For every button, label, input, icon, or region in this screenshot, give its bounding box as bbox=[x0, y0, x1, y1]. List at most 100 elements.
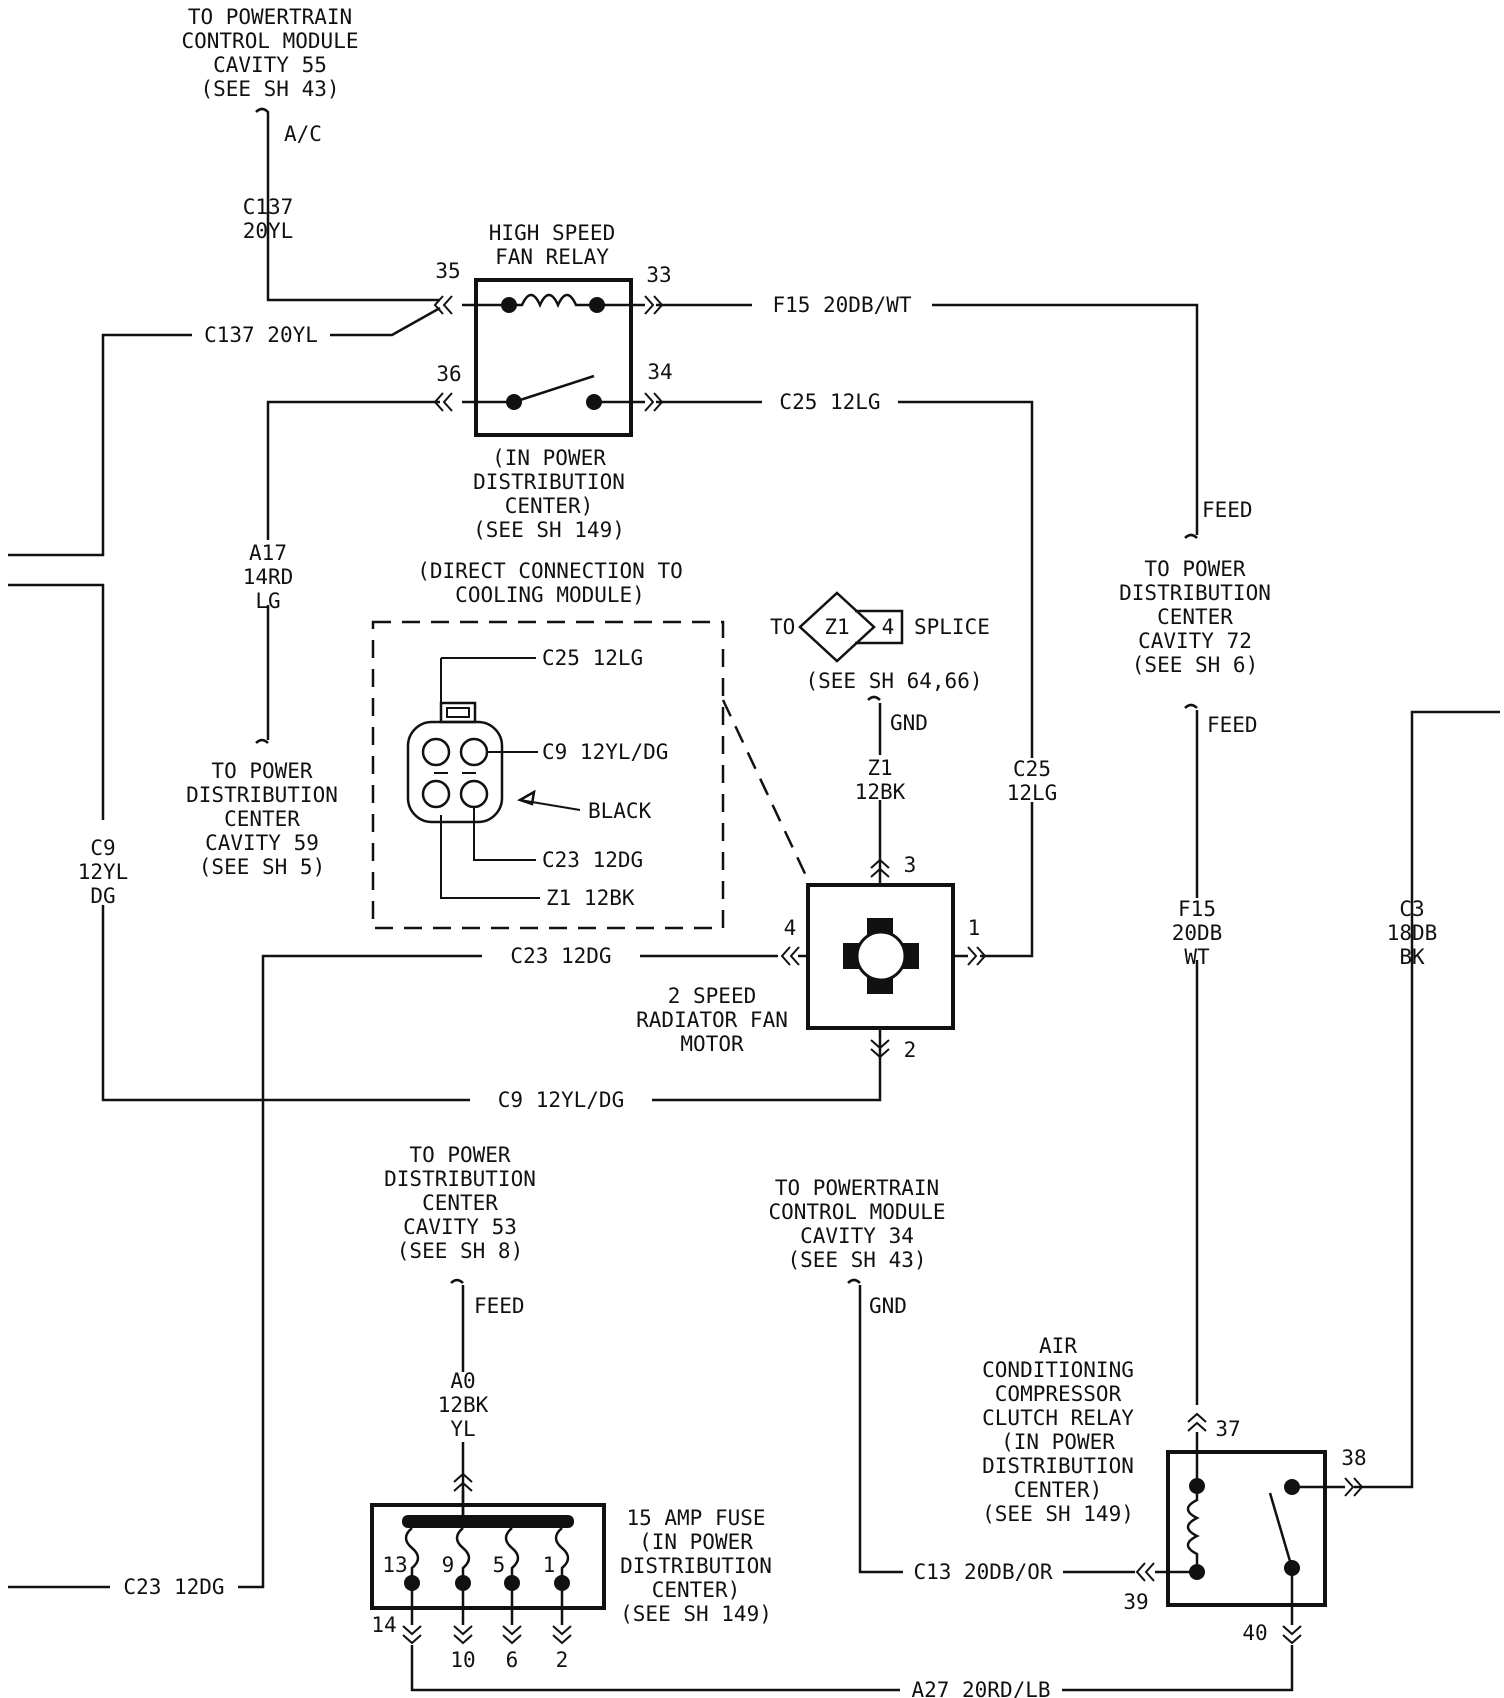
connector-body-icon bbox=[406, 720, 504, 824]
ac-relay-leads bbox=[1155, 1432, 1345, 1625]
hook-feed-pdc53 bbox=[450, 1278, 464, 1284]
splice-symbol bbox=[798, 591, 904, 663]
fuse-pin-13: 13 bbox=[382, 1553, 407, 1577]
ac-relay-switch-arm-icon bbox=[1268, 1492, 1294, 1569]
chevron-pin-38 bbox=[1344, 1477, 1364, 1497]
fuse-pin-14: 14 bbox=[371, 1613, 396, 1637]
high-speed-fan-relay bbox=[462, 278, 645, 437]
splice-num-label: 4 bbox=[882, 615, 895, 639]
wire-c13-label: C13 20DB/OR bbox=[913, 1560, 1052, 1584]
wire-c3-upper bbox=[1354, 710, 1500, 1489]
cavity-bottom-right bbox=[459, 779, 489, 809]
wire-c25-vertical-label-line2: 12LG bbox=[1007, 781, 1058, 805]
ref-pdc53-line1: TO POWER bbox=[409, 1143, 511, 1167]
ac-clutch-relay bbox=[1155, 1432, 1345, 1625]
leader-z1 bbox=[440, 815, 540, 899]
chevron-motor-pin-1 bbox=[967, 946, 987, 966]
ac-relay-title-line2: CONDITIONING bbox=[982, 1358, 1134, 1382]
chevron-fuse-6 bbox=[502, 1625, 522, 1645]
motor-leads bbox=[798, 862, 968, 1060]
motor-pin-1: 1 bbox=[968, 916, 981, 940]
connector-label-black: BLACK bbox=[588, 799, 652, 823]
ac-relay-title-line6: DISTRIBUTION bbox=[982, 1454, 1134, 1478]
chevron-pin-37 bbox=[1187, 1412, 1207, 1432]
wire-a0-label-line3: YL bbox=[450, 1417, 475, 1441]
connector-dashed-outline bbox=[371, 620, 725, 930]
wire-c3-label-line2: 18DB bbox=[1387, 921, 1438, 945]
wire-c9-label-line3: DG bbox=[90, 884, 115, 908]
leader-c25 bbox=[440, 657, 536, 722]
wire-c9-left-top bbox=[8, 583, 105, 820]
ref-pdc72-line2: DISTRIBUTION bbox=[1119, 581, 1271, 605]
wire-f15-vertical-label-line3: WT bbox=[1184, 945, 1210, 969]
ac-relay-coil-top bbox=[1189, 1478, 1205, 1494]
ref-pcm-cavity-55: TO POWERTRAIN CONTROL MODULE CAVITY 55 (… bbox=[181, 5, 358, 101]
splice-id-label: Z1 bbox=[824, 615, 849, 639]
wire-c23-left bbox=[238, 954, 482, 1589]
wire-z1-label-line2: 12BK bbox=[855, 780, 906, 804]
ac-relay-title-line8: (SEE SH 149) bbox=[982, 1502, 1134, 1526]
wire-lines bbox=[8, 120, 1500, 1692]
ref-pdc72-line1: TO POWER bbox=[1144, 557, 1246, 581]
ref-pdc53-line2: DISTRIBUTION bbox=[384, 1167, 536, 1191]
chevron-motor-pin-4 bbox=[780, 946, 800, 966]
wire-c3-label-line1: C3 bbox=[1399, 897, 1424, 921]
fuse-element-9 bbox=[455, 1527, 471, 1583]
ref-pdc53-line5: (SEE SH 8) bbox=[397, 1239, 523, 1263]
hook-gnd-pcm34 bbox=[847, 1278, 861, 1284]
wire-c23-bottom-label: C23 12DG bbox=[123, 1575, 224, 1599]
signal-hooks bbox=[255, 107, 1198, 1284]
ac-relay-title-line5: (IN POWER bbox=[1001, 1430, 1115, 1454]
wire-c9-horizontal-label: C9 12YL/DG bbox=[498, 1088, 624, 1112]
wire-c23-horizontal-label: C23 12DG bbox=[510, 944, 611, 968]
fuse-element-5 bbox=[504, 1527, 520, 1583]
fuse-output-leads bbox=[410, 1583, 564, 1625]
motor-pin-4: 4 bbox=[784, 916, 797, 940]
fuse-block bbox=[370, 1490, 606, 1625]
wire-c137-label-line1: C137 bbox=[243, 195, 294, 219]
fuse-title-line1: 15 AMP FUSE bbox=[626, 1506, 765, 1530]
cavity-top-right bbox=[459, 737, 489, 767]
cooling-module-connector bbox=[371, 620, 810, 930]
fuse-pin-6: 6 bbox=[506, 1648, 519, 1672]
fuse-box bbox=[370, 1503, 606, 1610]
fuse-pin-2: 2 bbox=[556, 1648, 569, 1672]
fuse-element-1 bbox=[554, 1527, 570, 1583]
ref-pdc72-line4: CAVITY 72 bbox=[1138, 629, 1252, 653]
chevron-fuse-10 bbox=[453, 1625, 473, 1645]
ref-pcm34-line4: (SEE SH 43) bbox=[787, 1248, 926, 1272]
ac-relay-title-line4: CLUTCH RELAY bbox=[982, 1406, 1134, 1430]
motor-armature-icon bbox=[855, 930, 907, 982]
wire-c25-to-motor bbox=[980, 802, 1034, 958]
hook-pdc59 bbox=[255, 738, 269, 744]
ref-pcm-cavity-34: TO POWERTRAIN CONTROL MODULE CAVITY 34 (… bbox=[768, 1176, 945, 1272]
cavity-top-left bbox=[421, 737, 451, 767]
hook-ac bbox=[255, 107, 270, 120]
fuse-pin-9: 9 bbox=[442, 1553, 455, 1577]
fuse-title-line2: (IN POWER bbox=[639, 1530, 753, 1554]
connector-label-c25: C25 12LG bbox=[542, 646, 643, 670]
ref-pcm34-line2: CONTROL MODULE bbox=[768, 1200, 945, 1224]
chevron-pin-36 bbox=[433, 392, 453, 412]
chevron-fuse-14 bbox=[402, 1625, 422, 1645]
labels: TO POWERTRAIN CONTROL MODULE CAVITY 55 (… bbox=[78, 5, 1438, 1698]
relay-location-line3: CENTER) bbox=[505, 494, 594, 518]
relay-title-line1: HIGH SPEED bbox=[489, 221, 615, 245]
wire-c9-label-line2: 12YL bbox=[78, 860, 129, 884]
wire-a17-label-line1: A17 bbox=[249, 541, 287, 565]
hook-feed-bottom bbox=[1184, 703, 1198, 709]
wire-a17-label-line3: LG bbox=[255, 589, 280, 613]
ac-relay-pin-38: 38 bbox=[1341, 1446, 1366, 1470]
leader-black-arrow-icon bbox=[516, 789, 536, 806]
relay-coil-icon bbox=[509, 293, 597, 309]
relay-location-line1: (IN POWER bbox=[492, 446, 606, 470]
splice-label: SPLICE bbox=[914, 615, 990, 639]
signal-feed-top-label: FEED bbox=[1202, 498, 1253, 522]
wire-c137-horizontal-label: C137 20YL bbox=[204, 323, 318, 347]
ac-relay-pin-40: 40 bbox=[1242, 1621, 1267, 1645]
chevron-fuse-2 bbox=[552, 1625, 572, 1645]
signal-feed-pdc53-label: FEED bbox=[474, 1294, 525, 1318]
wire-c13-left bbox=[858, 1285, 903, 1574]
relay-internal-wires bbox=[476, 303, 631, 404]
wire-a17-top bbox=[266, 400, 440, 540]
